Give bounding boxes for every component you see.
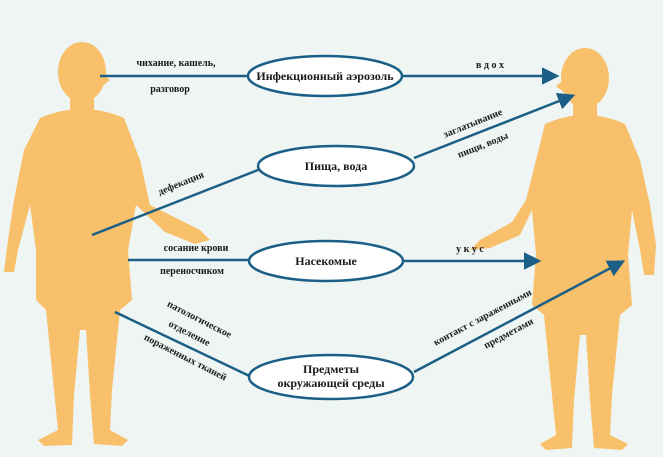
edge-label-aerosol-out: в д о х (476, 60, 504, 71)
edge-label-insects-in-2: переносчиком (160, 266, 224, 277)
edge-arrow-objects-out (413, 260, 626, 374)
source-person-figure (4, 42, 210, 446)
node-insects-label: Насекомые (295, 254, 357, 268)
edge-line-food-in (91, 168, 259, 237)
edge-label-insects-out: у к у с (456, 244, 484, 255)
node-aerosol: Инфекционный аэрозоль (246, 54, 404, 98)
node-aerosol-label: Инфекционный аэрозоль (256, 69, 394, 83)
node-food-label: Пища, вода (305, 159, 368, 173)
edge-label-aerosol-in-1: чихание, кашель, (136, 58, 216, 69)
node-objects-label-2: окружающей среды (277, 376, 385, 390)
edge-label-food-out-2: пищи, воды (456, 130, 510, 160)
edge-label-aerosol-in-2: разговор (150, 84, 190, 95)
edge-label-insects-in-1: сосание крови (164, 243, 229, 254)
node-insects: Насекомые (247, 239, 405, 283)
edge-label-objects-in-3: пораженных тканей (142, 332, 228, 383)
edge-arrow-food-out (413, 92, 576, 160)
node-objects: Предметы окружающей среды (247, 353, 415, 401)
node-objects-label-1: Предметы (303, 362, 360, 376)
edge-line-objects-in (114, 310, 263, 384)
node-food: Пища, вода (256, 144, 416, 188)
